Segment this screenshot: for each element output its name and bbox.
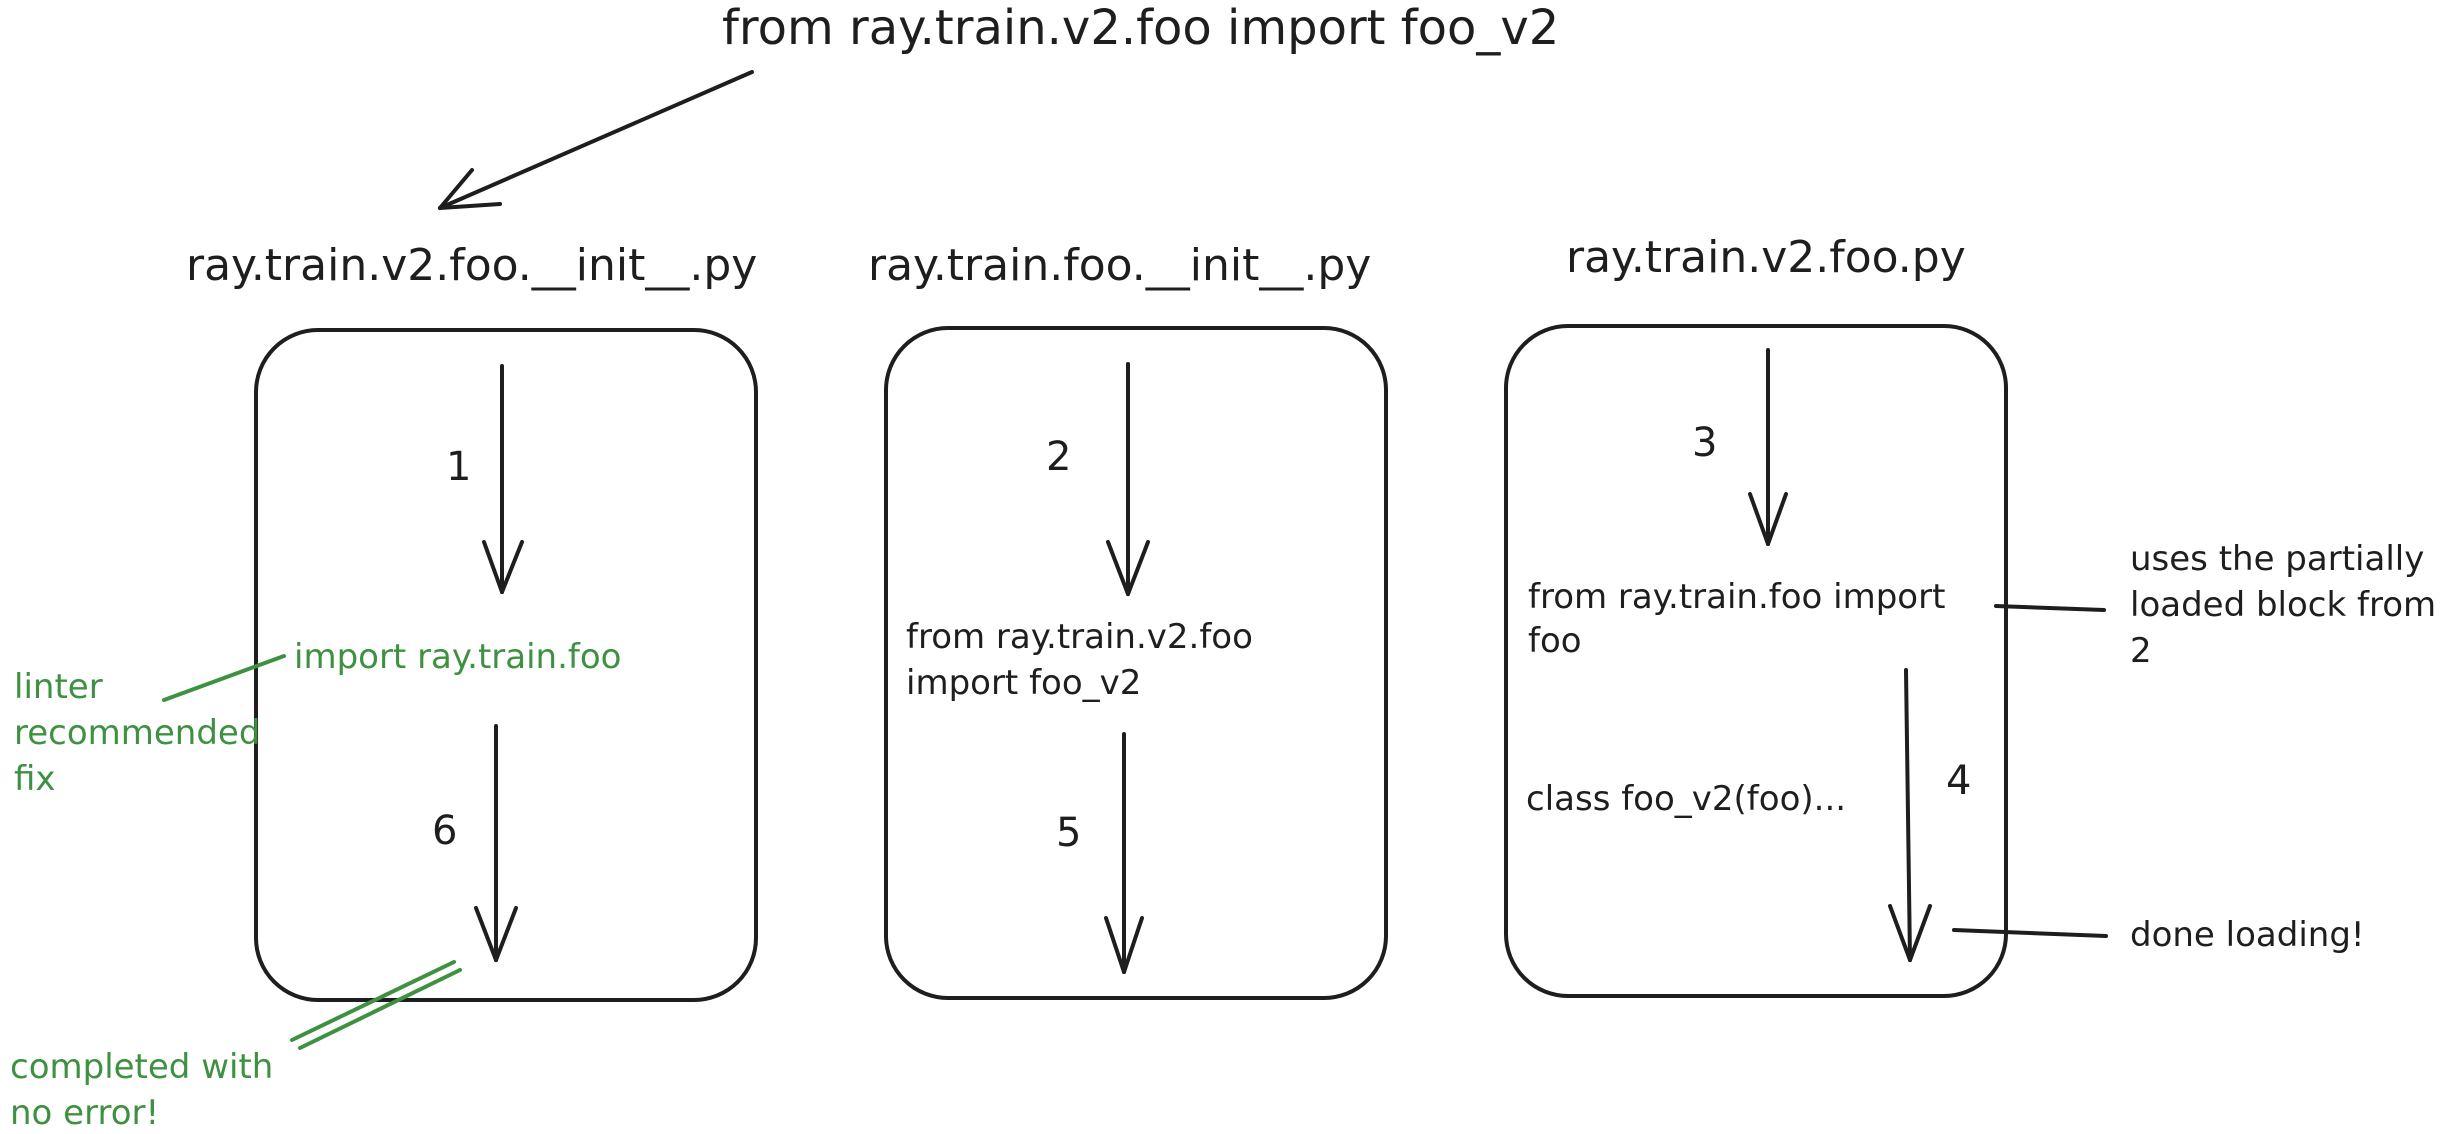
step-arrow-6: [474, 724, 518, 962]
done-loading-annotation: done loading!: [1952, 915, 2365, 955]
step-number-3: 3: [1692, 420, 1717, 466]
step-arrow-4: [1888, 668, 1932, 962]
step-number-5: 5: [1056, 810, 1081, 856]
completed-annotation-line-1: completed with: [10, 1047, 273, 1087]
module-box-foo-init: [884, 326, 1388, 1000]
column-header-v2-foo-py: ray.train.v2.foo.py: [1566, 232, 1966, 283]
completed-annotation-line-2: no error!: [10, 1093, 159, 1133]
linter-annotation-line-2: recommended: [14, 713, 260, 753]
linter-annotation-line-3: fix: [14, 759, 56, 799]
partial-load-annotation-line-2: loaded block from: [2130, 585, 2436, 625]
done-loading-text: done loading!: [2130, 915, 2365, 955]
code-line-from-v2-foo: from ray.train.v2.foo: [906, 617, 1253, 657]
step-number-6: 6: [432, 808, 457, 854]
partial-load-annotation-line-3: 2: [2130, 631, 2152, 671]
partial-load-annotation-line-1: uses the partially: [2130, 539, 2424, 579]
completed-annotation: completed with no error!: [10, 960, 462, 1133]
step-number-2: 2: [1046, 434, 1071, 480]
step-arrow-2: [1106, 362, 1150, 596]
step-arrow-5: [1104, 732, 1144, 974]
step-number-4: 4: [1946, 758, 1971, 804]
column-header-foo-init: ray.train.foo.__init__.py: [868, 240, 1371, 291]
code-line-foo: foo: [1528, 621, 1582, 661]
code-line-class-foo-v2: class foo_v2(foo)...: [1526, 779, 1846, 819]
code-line-import-ray-train-foo: import ray.train.foo: [294, 637, 621, 677]
column-header-v2-foo-init: ray.train.v2.foo.__init__.py: [186, 240, 757, 291]
step-arrow-3: [1748, 348, 1788, 546]
step-number-1: 1: [446, 444, 471, 490]
step-arrow-1: [482, 364, 524, 594]
code-line-from-ray-train-foo: from ray.train.foo import: [1528, 577, 1945, 617]
linter-annotation-line-1: linter: [14, 667, 103, 707]
entry-arrow: [438, 70, 754, 210]
top-import-statement: from ray.train.v2.foo import foo_v2: [722, 0, 1559, 56]
module-box-v2-foo-py: [1504, 324, 2008, 998]
partial-load-annotation: uses the partially loaded block from 2: [1994, 539, 2436, 671]
code-line-import-foo-v2: import foo_v2: [906, 663, 1141, 703]
linter-annotation: linter recommended fix: [14, 654, 286, 799]
